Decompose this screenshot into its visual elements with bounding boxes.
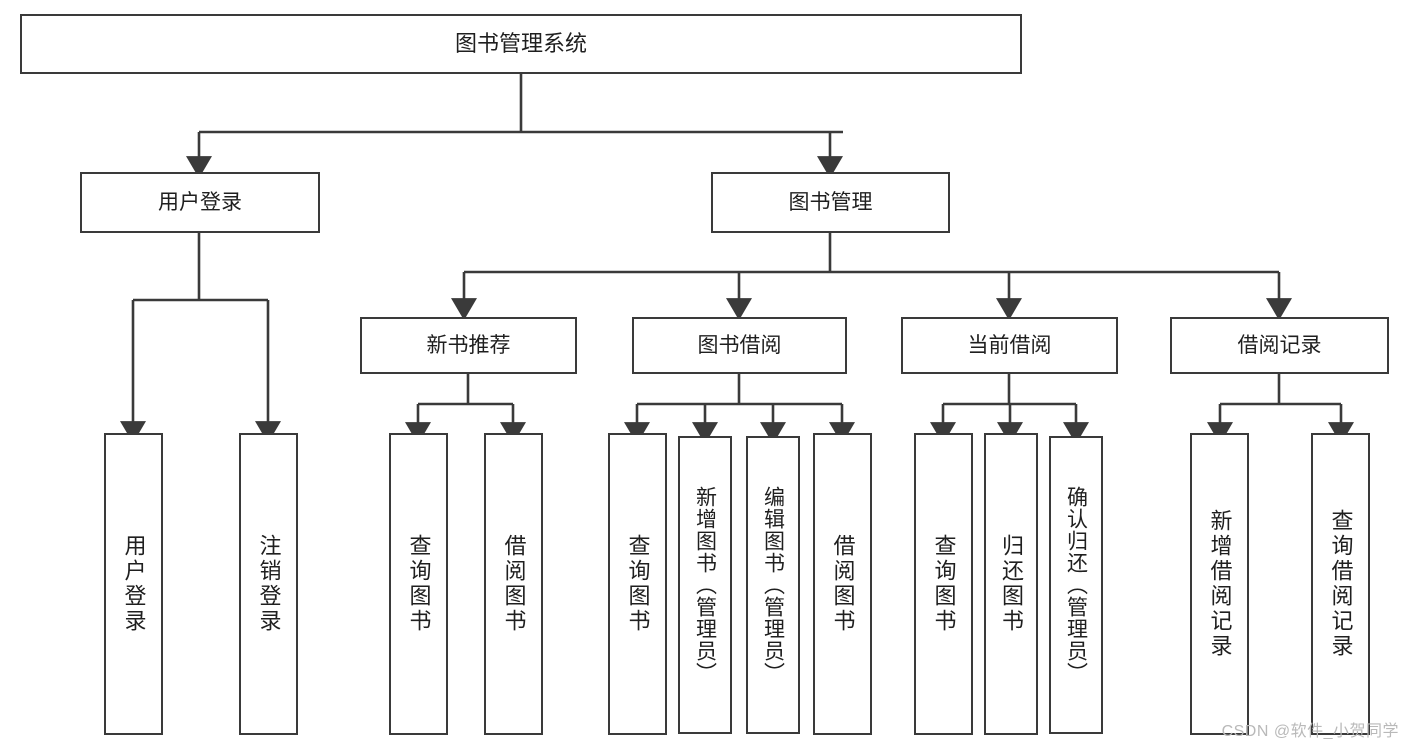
- node-label: 图书借阅: [697, 333, 782, 357]
- node-user-login[interactable]: 用户登录: [80, 172, 320, 233]
- node-label: 新增图书（管理员）: [693, 486, 717, 684]
- node-label: 借阅记录: [1237, 333, 1322, 357]
- node-label: 新书推荐: [426, 333, 511, 357]
- node-label: 用户登录: [158, 190, 242, 214]
- node-borrow-records[interactable]: 借阅记录: [1170, 317, 1389, 374]
- node-book-management[interactable]: 图书管理: [711, 172, 950, 233]
- node-book-borrow[interactable]: 图书借阅: [632, 317, 847, 374]
- watermark: CSDN @软件_小贺同学: [1221, 723, 1399, 740]
- node-label: 确认归还（管理员）: [1064, 486, 1088, 684]
- node-label: 注销登录: [256, 534, 282, 634]
- node-label: 借阅图书: [501, 534, 527, 634]
- leaf-query-book-current[interactable]: 查询图书: [914, 433, 973, 735]
- leaf-add-book-admin[interactable]: 新增图书（管理员）: [678, 436, 732, 734]
- node-label: 查询图书: [931, 534, 957, 634]
- node-label: 编辑图书（管理员）: [761, 486, 785, 684]
- leaf-confirm-return-admin[interactable]: 确认归还（管理员）: [1049, 436, 1103, 734]
- node-label: 归还图书: [999, 534, 1024, 634]
- node-new-book-recommend[interactable]: 新书推荐: [360, 317, 577, 374]
- node-label: 新增借阅记录: [1207, 509, 1233, 659]
- node-label: 查询图书: [406, 534, 432, 634]
- leaf-add-borrow-record[interactable]: 新增借阅记录: [1190, 433, 1249, 735]
- leaf-query-borrow-record[interactable]: 查询借阅记录: [1311, 433, 1370, 735]
- node-label: 用户登录: [121, 534, 147, 634]
- leaf-query-book-recommend[interactable]: 查询图书: [389, 433, 448, 735]
- leaf-user-login[interactable]: 用户登录: [104, 433, 163, 735]
- leaf-borrow-book[interactable]: 借阅图书: [813, 433, 872, 735]
- node-label: 借阅图书: [830, 534, 856, 634]
- node-label: 图书管理系统: [454, 30, 587, 56]
- leaf-logout[interactable]: 注销登录: [239, 433, 298, 735]
- node-root-system[interactable]: 图书管理系统: [20, 14, 1022, 74]
- node-current-borrow[interactable]: 当前借阅: [901, 317, 1118, 374]
- leaf-edit-book-admin[interactable]: 编辑图书（管理员）: [746, 436, 800, 734]
- leaf-return-book[interactable]: 归还图书: [984, 433, 1038, 735]
- node-label: 查询图书: [625, 534, 651, 634]
- leaf-borrow-book-recommend[interactable]: 借阅图书: [484, 433, 543, 735]
- leaf-query-book-borrow[interactable]: 查询图书: [608, 433, 667, 735]
- node-label: 当前借阅: [967, 333, 1052, 357]
- node-label: 查询借阅记录: [1328, 509, 1354, 659]
- node-label: 图书管理: [788, 190, 873, 214]
